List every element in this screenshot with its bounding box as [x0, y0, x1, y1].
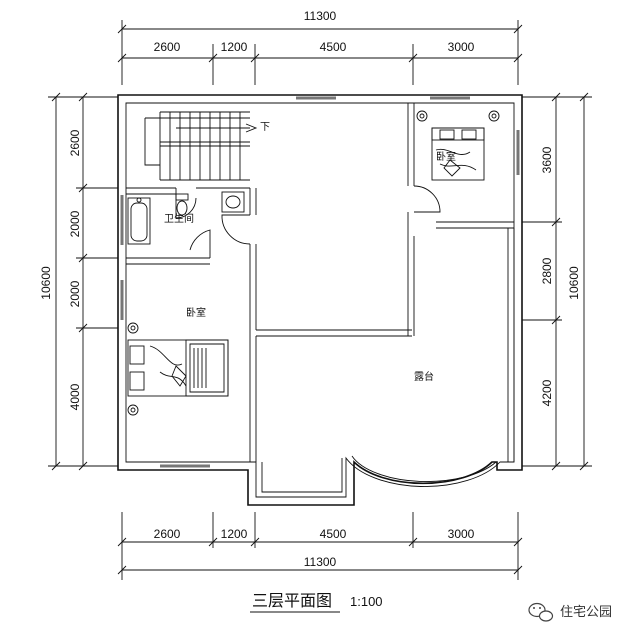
bathroom-label: 卫生间 [164, 212, 194, 225]
right-dim-1: 3600 [540, 146, 554, 173]
watermark-text: 住宅公园 [560, 605, 612, 620]
bathtub [127, 197, 151, 245]
left-dim-2: 2000 [68, 210, 82, 237]
right-total-dim: 10600 [567, 266, 581, 300]
left-dimension-lines [48, 92, 118, 471]
bottom-dim-3: 4500 [320, 527, 347, 541]
left-dim-3: 2000 [68, 280, 82, 307]
drawing-title: 三层平面图 [252, 591, 332, 610]
left-dim-4: 4000 [68, 383, 82, 410]
bed-left [127, 322, 229, 416]
drawing-scale: 1:100 [350, 594, 383, 609]
bottom-dim-1: 2600 [154, 527, 181, 541]
right-dim-2: 2800 [540, 257, 554, 284]
top-dim-1: 2600 [154, 40, 181, 54]
bottom-dimension-lines [117, 512, 523, 580]
left-dim-1: 2600 [68, 129, 82, 156]
wechat-icon [528, 602, 554, 622]
left-total-dim: 10600 [39, 266, 53, 300]
bedroom-right-label: 卧室 [436, 150, 456, 163]
bed-right [416, 110, 500, 181]
bottom-dim-2: 1200 [221, 527, 248, 541]
right-dimension-lines [522, 92, 592, 471]
top-dim-3: 4500 [320, 40, 347, 54]
top-dimension-lines [117, 20, 523, 85]
bottom-dim-4: 3000 [448, 527, 475, 541]
windows [120, 96, 520, 468]
terrace-label: 露台 [414, 370, 434, 383]
top-dim-4: 3000 [448, 40, 475, 54]
right-dim-3: 4200 [540, 379, 554, 406]
bottom-total-dim: 11300 [304, 555, 337, 569]
interior-walls [126, 103, 515, 462]
doors [175, 185, 441, 258]
outer-walls [117, 94, 523, 506]
washbasin [221, 191, 245, 213]
top-dim-2: 1200 [221, 40, 248, 54]
bedroom-left-label: 卧室 [186, 306, 206, 319]
stair-down-label: 下 [260, 122, 270, 133]
staircase [144, 111, 258, 181]
toilet [175, 193, 189, 216]
top-total-dim: 11300 [304, 9, 337, 23]
